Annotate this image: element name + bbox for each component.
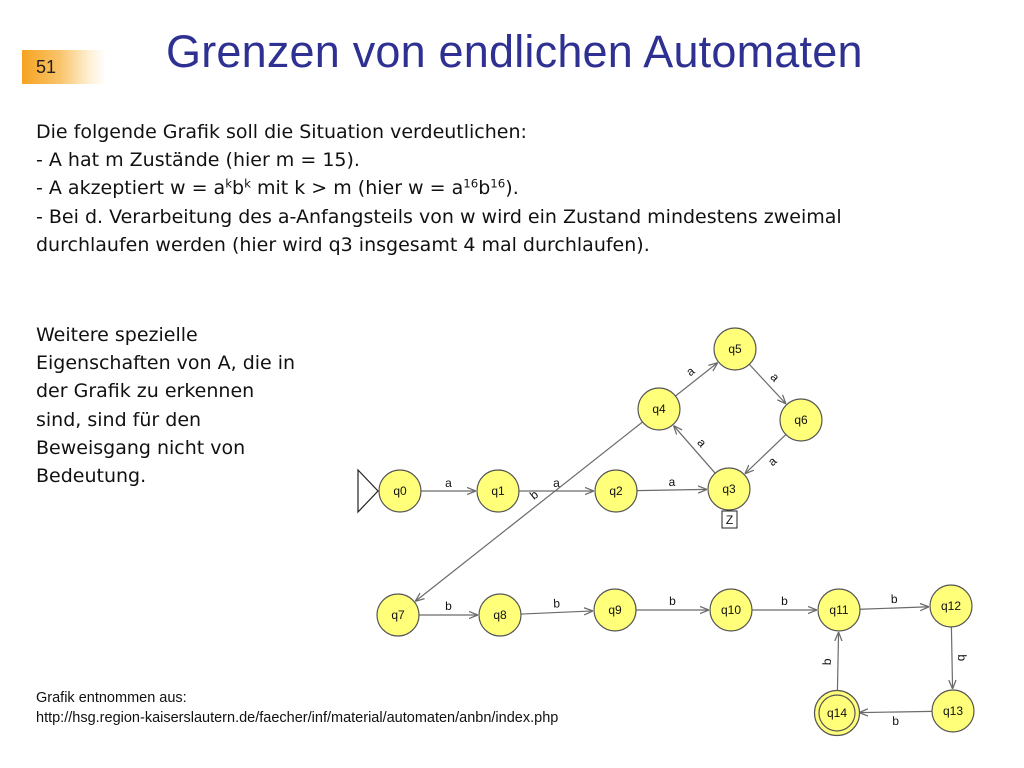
edge-label-q7-q8: b [445,599,452,613]
intro-line-3-b2: b [478,177,491,200]
state-label-q7: q7 [391,608,405,622]
state-q4 [637,387,681,431]
state-q5 [713,327,757,371]
edge-q14-q11 [837,632,838,693]
exponent-16-1: 16 [463,176,479,191]
q3-annotation-box [721,510,738,529]
state-q11 [817,588,861,632]
source-url: http://hsg.region-kaiserslautern.de/faec… [36,710,559,726]
edge-q4-q7 [415,421,643,601]
edge-label-q4-q7: b [527,487,541,502]
edge-q4-q5 [675,363,717,397]
state-q10 [709,588,753,632]
edge-label-q5-q6: a [768,370,783,385]
edge-label-q10-q11: b [781,594,788,608]
edge-q5-q6 [748,363,786,404]
intro-line-3-middle: mit k > m (hier w = a [250,177,464,200]
side-note-line: sind, sind für den [36,408,202,431]
start-state-marker [357,468,379,514]
state-label-q14: q14 [827,706,847,720]
intro-line-4: - Bei d. Verarbeitung des a-Anfangsteils… [36,205,842,228]
side-note-line: der Grafik zu erkennen [36,380,255,403]
edge-label-q2-q3: a [668,475,675,489]
state-label-q12: q12 [941,599,961,613]
exponent-k-1: k [225,176,233,191]
edge-label-q4-q5: a [683,364,697,379]
state-q2 [594,469,638,513]
edge-label-q9-q10: b [669,594,676,608]
slide-title: Grenzen von endlichen Automaten [166,26,863,77]
edge-label-q1-q2: a [553,476,560,490]
edge-q13-q14 [859,711,933,712]
edge-label-q12-q13: b [955,654,969,661]
source-label: Grafik entnommen aus: [36,690,187,706]
intro-line-5: durchlaufen werden (hier wird q3 insgesa… [36,233,650,256]
state-q13 [931,689,975,733]
state-label-q6: q6 [794,413,808,427]
side-note-line: Beweisgang nicht von [36,436,246,459]
slide-number-badge: 51 [22,50,106,84]
state-q8 [478,593,522,637]
edge-q2-q3 [636,489,707,490]
intro-line-3-prefix: - A akzeptiert w = a [36,177,226,200]
side-note: Weitere spezielle Eigenschaften von A, d… [36,321,326,490]
state-q1 [476,469,520,513]
intro-text: Die folgende Grafik soll die Situation v… [36,118,976,259]
edge-label-q13-q14: b [892,714,899,728]
edge-label-q11-q12: b [891,592,898,606]
exponent-k-2: k [244,176,251,191]
edge-q8-q9 [520,611,593,614]
q3-annotation-label: Z [726,513,733,527]
side-note-line: Bedeutung. [36,465,147,488]
edge-q12-q13 [951,626,952,689]
state-label-q13: q13 [943,704,963,718]
intro-line-2: - A hat m Zustände (hier m = 15). [36,149,360,172]
intro-line-1: Die folgende Grafik soll die Situation v… [36,121,527,143]
state-label-q5: q5 [728,342,742,356]
edge-label-q8-q9: b [553,596,561,610]
state-label-q1: q1 [491,484,505,498]
edge-label-q14-q11: b [820,658,834,665]
state-q12 [929,584,973,628]
state-label-q11: q11 [829,603,848,617]
edge-label-q6-q3: a [765,454,780,469]
exponent-16-2: 16 [490,176,506,191]
state-label-q2: q2 [609,484,623,498]
side-note-line: Eigenschaften von A, die in [36,352,296,375]
state-q14 [818,694,856,732]
state-q7 [376,593,420,637]
slide-number: 51 [36,57,57,77]
state-label-q9: q9 [608,603,622,617]
intro-line-3-b: b [232,177,245,200]
edge-q6-q3 [745,434,787,474]
state-label-q3: q3 [722,482,736,496]
state-q3 [707,467,751,511]
source-credit: Grafik entnommen aus: http://hsg.region-… [36,688,716,728]
edge-label-q0-q1: a [445,476,452,490]
state-q0 [378,469,422,513]
state-q6 [779,398,823,442]
edge-q3-q4 [673,426,716,474]
state-label-q10: q10 [721,603,741,617]
state-label-q4: q4 [652,402,666,416]
edge-label-q3-q4: a [694,436,709,450]
edge-q11-q12 [859,607,929,609]
intro-line-3-suffix: ). [505,177,519,200]
state-label-q8: q8 [493,608,507,622]
state-label-q0: q0 [393,484,407,498]
intro-line-3: - A akzeptiert w = akbk mit k > m (hier … [36,174,976,202]
side-note-line: Weitere spezielle [36,324,198,346]
state-q9 [593,588,637,632]
